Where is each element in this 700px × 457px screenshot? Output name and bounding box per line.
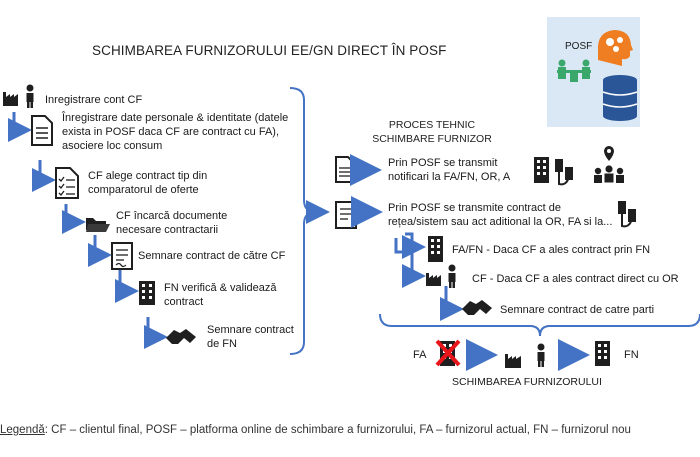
step-fn-verify: FN verifică & validează contract [164,282,277,308]
process-title: PROCES TEHNIC SCHIMBARE FURNIZOR [352,118,512,146]
legend-text: : CF – clientul final, POSF – platforma … [44,424,631,436]
option-fn-contract: FA/FN - Daca CF a ales contract prin FN [452,244,651,256]
bottom-bracket [379,313,700,337]
document-icon [31,115,53,146]
process-title-line1: PROCES TEHNIC [388,119,476,131]
legend: Legendă: CF – clientul final, POSF – pla… [0,424,631,436]
fa-building-crossed-icon [435,339,461,367]
handshake-icon [166,329,196,344]
signed-contract-icon [111,242,133,270]
notification-doc-icon [335,156,355,183]
left-bracket [289,87,317,355]
step-choose-contract: CF alege contract tip din comparatorul d… [88,170,208,196]
office-building-icon [139,281,155,305]
plug-icon [555,159,573,186]
factory-person-icon [3,84,34,108]
process-title-line2: SCHIMBARE FURNIZOR [372,133,492,145]
posf-logo [547,17,640,127]
sub-flow-arrows [394,232,464,321]
option-cf-direct: CF - Daca CF a ales contract direct cu O… [472,273,679,285]
cf-switch-icon [505,343,545,368]
notify-building-icon [534,157,549,183]
step-fn-sign: Semnare contract de FN [207,324,294,350]
contract-doc-icon [335,201,357,229]
fn-building-icon [428,236,443,262]
step-personal-data: Înregistrare date personale & identitate… [62,112,289,152]
database-icon [602,75,638,121]
plug-icon-2 [618,201,636,228]
switch-fn-label: FN [624,349,639,361]
people-location-icon [594,146,624,183]
step-cf-sign: Semnare contract de către CF [138,250,286,262]
brain-head-icon [597,30,633,66]
switch-fa-label: FA [413,349,427,361]
handshake-icon-2 [462,300,492,315]
diagram-title: SCHIMBAREA FURNIZORULUI EE/GN DIRECT ÎN … [92,43,447,58]
switch-caption: SCHIMBAREA FURNIZORULUI [452,376,602,388]
step-upload-documents: CF încarcă documente necesare contractar… [116,210,228,236]
process-notifications: Prin POSF se transmit notificari la FA/F… [388,157,511,183]
cf-factory-person-icon [426,264,456,288]
legend-key: Legendă [0,424,45,436]
process-sign-parties: Semnare contract de catre parti [500,304,655,316]
fn-new-building-icon [595,341,610,366]
process-network-contract: Prin POSF se transmite contract de rețea… [388,202,613,228]
posf-label: POSF [565,41,593,52]
meeting-people-icon [557,59,591,82]
folder-icon [86,218,110,232]
left-flow-arrows [8,112,168,349]
step-register-account: Inregistrare cont CF [45,94,143,106]
checklist-icon [55,167,79,199]
